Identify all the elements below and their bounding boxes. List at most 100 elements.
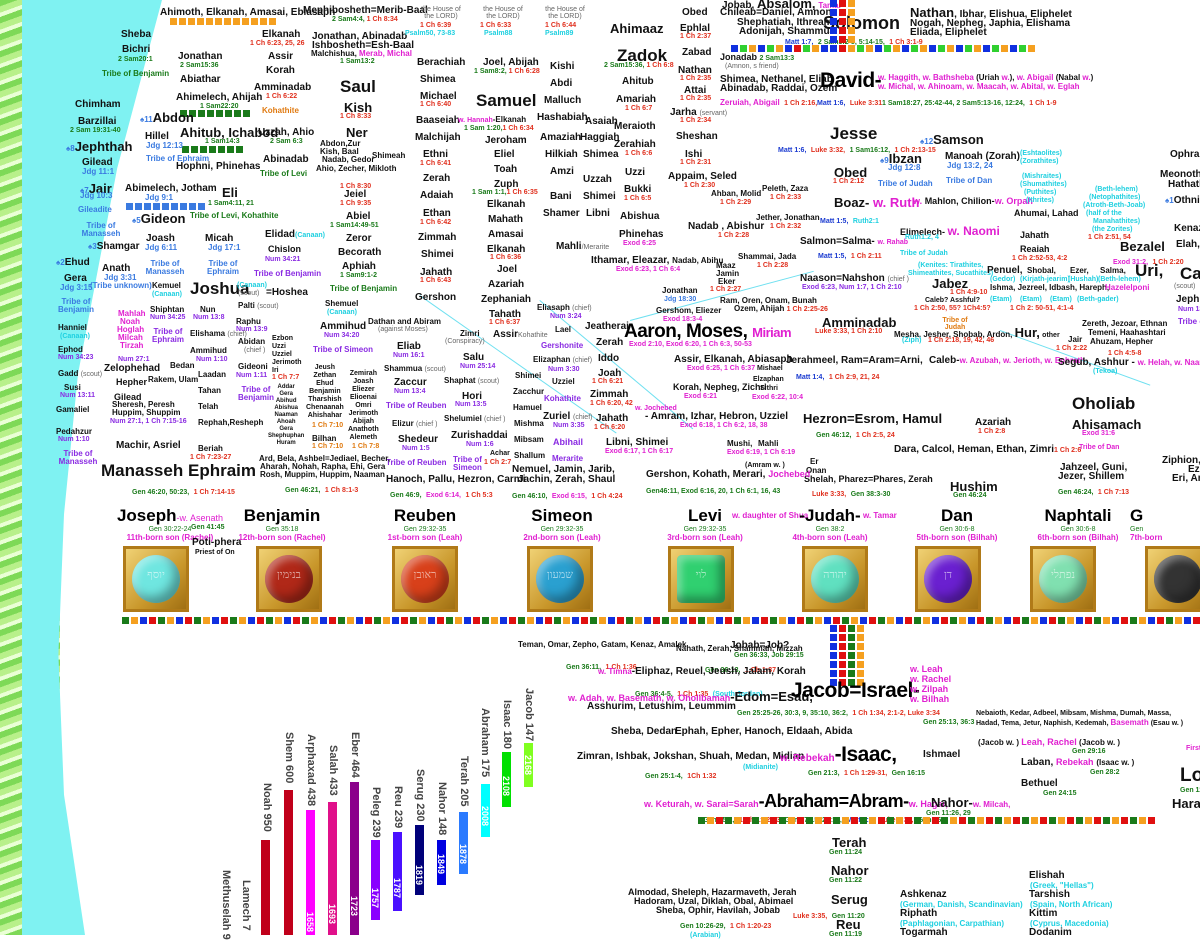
shimeah-name: Shimeah bbox=[372, 151, 406, 160]
main-trunk-c bbox=[848, 625, 855, 686]
assir-name: Assir bbox=[268, 51, 294, 62]
bar-reu: 1787 bbox=[392, 832, 402, 911]
bedan: Bedan bbox=[170, 361, 195, 370]
gera-name: Gera bbox=[64, 273, 87, 284]
jacob-refs: Gen 25:25-26, 30:3, 9, 35:10, 36:2, 1 Ch… bbox=[737, 710, 940, 717]
gileadite-label: Gileadite bbox=[78, 205, 112, 214]
levite-ref2: 1 Ch 6:33 bbox=[480, 22, 512, 29]
iddo: Iddo bbox=[598, 353, 620, 364]
uzzah-ref: 2 Sam 6:3 bbox=[270, 138, 303, 145]
kittim-note: (Cyprus, Macedonia) bbox=[1030, 919, 1109, 928]
saul-name: Saul bbox=[340, 77, 376, 96]
abraham-row bbox=[698, 817, 1155, 824]
eliasaph-ref: Num 3:24 bbox=[550, 313, 582, 320]
bukki-ref: 1 Ch 6:5 bbox=[624, 195, 652, 202]
ahban-ref: 1 Ch 2:29 bbox=[720, 199, 752, 206]
zimri: Zimri bbox=[460, 329, 480, 338]
korah-name: Korah bbox=[266, 65, 295, 76]
bar-eber: 1723 bbox=[349, 782, 359, 935]
jeroham: Jeroham bbox=[485, 135, 527, 146]
jonathan-levite-ref: Jdg 18:30 bbox=[664, 296, 697, 303]
elishah-note: (Greek, "Hellas") bbox=[1030, 881, 1094, 890]
zurishaddai: Zurishaddai bbox=[451, 430, 508, 441]
main-trunk-a bbox=[830, 625, 837, 686]
keturah-refs: Gen 25:1-4, 1Ch 1:32 bbox=[645, 773, 717, 780]
shaphat: Shaphat (scout) bbox=[444, 376, 500, 385]
teman: Teman, Omar, Zepho, Gatam, Kenaz, Amalek bbox=[518, 640, 687, 649]
bar-shem bbox=[284, 790, 293, 935]
hori: Hori bbox=[462, 391, 482, 402]
ammihud-s-ref: Num 34:20 bbox=[324, 332, 360, 339]
zerahiah: Zerahiah bbox=[614, 139, 656, 150]
ephlal: Ephlal bbox=[680, 23, 711, 34]
salu-ref: Num 25:14 bbox=[460, 363, 496, 370]
jephunneh-ref: Num 13: bbox=[1178, 306, 1200, 313]
gershom: Gershom, Eliezer bbox=[656, 306, 722, 315]
sheba-ophir: Sheba, Ophir, Havilah, Jobab bbox=[656, 905, 781, 915]
laban-ref: Gen 28:2 bbox=[1090, 769, 1120, 776]
abiel-name: Abiel bbox=[346, 211, 371, 222]
micah-ref: Jdg 17:1 bbox=[208, 243, 241, 252]
mesha: Mesha, Jesher, Shobab, Ardon, Hur, other bbox=[894, 325, 1060, 340]
daughter-milcah: Milcah bbox=[118, 333, 143, 342]
hashabiah: Hashabiah bbox=[537, 112, 588, 123]
serug-refs: Luke 3:35, Gen 11:20 bbox=[793, 913, 865, 920]
eli-tribe: Tribe of Levi, Kohathite bbox=[190, 211, 279, 220]
puthites: (Puthites) bbox=[1024, 189, 1057, 196]
shiphtan: Shiphtan bbox=[150, 305, 185, 314]
zuph: Zuph bbox=[494, 179, 519, 190]
hushah: (Hushah) bbox=[1068, 276, 1099, 283]
bethlehem: (Beth-lehem) bbox=[1095, 186, 1138, 193]
laban-rebekah: Laban, Rebekah (Isaac w. ) bbox=[1021, 757, 1135, 768]
eker: Eker bbox=[718, 277, 736, 286]
ahitub-z: Ahitub bbox=[622, 76, 654, 87]
shedeur: Shedeur bbox=[398, 434, 439, 445]
against-moses: (against Moses) bbox=[378, 326, 428, 333]
aphiah-name: Aphiah bbox=[342, 261, 376, 272]
ethni: Ethni bbox=[423, 149, 448, 160]
elah: Elah, bbox=[1176, 239, 1200, 250]
asshurim: Asshurim, Letushim, Leummim bbox=[587, 701, 736, 712]
nahor-milcah: Nahor-w. Milcah, bbox=[931, 795, 1011, 810]
appaim: Appaim, Seled bbox=[668, 171, 737, 182]
nadab-gedor: Nadab, Gedor bbox=[322, 155, 375, 164]
jobab-ref: Gen 36:33, Job 29:15 bbox=[734, 652, 804, 659]
elkanah-ref: 1 Ch 6:23, 25, 26 bbox=[250, 40, 305, 47]
dodanim: Dodanim bbox=[1029, 927, 1072, 938]
elizaphan: Elizaphan (chief) bbox=[533, 355, 593, 364]
bezalel-refs: Exod 31:2, 1 Ch 2:20 bbox=[1113, 259, 1184, 266]
assir-elkanah: Assir, Elkanah, Abiasaph bbox=[674, 354, 793, 365]
othniel-judge: ♠1Othni bbox=[1165, 195, 1200, 206]
jabez: Jabez bbox=[932, 276, 969, 291]
amminadab-levite: Amminadab bbox=[254, 82, 312, 93]
main-trunk-d bbox=[857, 625, 864, 686]
tribe-reuben-1: Tribe of Reuben bbox=[386, 401, 447, 410]
poti-phera-ref: Gen 41:45 bbox=[191, 524, 225, 531]
obed-j: Obed bbox=[682, 7, 708, 18]
ard-bela: Ard, Bela, Ashbel=Jediael, Becher, bbox=[259, 454, 391, 463]
manoah-tribe: Tribe of Dan bbox=[946, 176, 993, 185]
ethni-ref: 1 Ch 6:41 bbox=[420, 160, 452, 167]
assir-sam: AssirKohathite bbox=[493, 329, 548, 340]
jahzeel: Jahzeel, Guni, bbox=[1060, 462, 1128, 473]
hanoch: Hanoch, Pallu, Hezron, Carmi bbox=[386, 474, 526, 485]
beriah-ref: 1 Ch 7:23-27 bbox=[190, 454, 232, 461]
joash-name: Joash bbox=[146, 233, 175, 244]
caleb-big: Cal bbox=[1180, 264, 1200, 283]
rakem: Rakem, Ulam bbox=[148, 375, 199, 384]
eliel: Eliel bbox=[494, 149, 515, 160]
bethl2: (Beth-lehem) bbox=[1098, 276, 1141, 283]
gershom-ref: Exod 18:3-4 bbox=[663, 316, 703, 323]
bar-label-isaac: Isaac 180 bbox=[501, 700, 513, 749]
shelah-refs: Luke 3:33, Gen 38:3-30 bbox=[812, 491, 891, 498]
riphath-note: (Paphlagonian, Carpathian) bbox=[900, 919, 1005, 928]
ishi: Ishi bbox=[685, 149, 703, 160]
kish-baal: Kish, Baal bbox=[320, 147, 359, 156]
shedeur-ref: Num 1:5 bbox=[402, 445, 430, 452]
gershon-refs: Gen46:11, Exod 6:16, 20, 1 Ch 6:1, 16, 4… bbox=[646, 488, 781, 495]
bani: Bani bbox=[550, 191, 572, 202]
spade-icon: ♠ bbox=[880, 156, 885, 165]
hanniel: Hanniel bbox=[58, 323, 87, 332]
nathan-j-ref: 1 Ch 2:35 bbox=[680, 75, 712, 82]
